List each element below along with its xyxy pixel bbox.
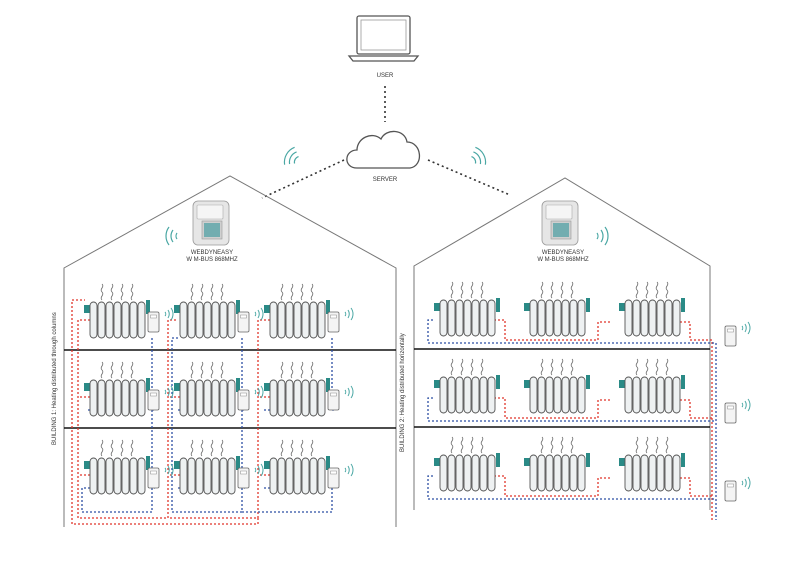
building-1-outline [63, 175, 397, 527]
heat-meter-icon [147, 467, 160, 489]
gateway-device-icon [541, 200, 579, 246]
wifi-icon [254, 307, 264, 321]
gateway-device-icon [192, 200, 230, 246]
user-label: USER [377, 73, 394, 79]
wifi-icon [596, 226, 609, 246]
wifi-icon [741, 321, 751, 335]
server-building1-link [261, 159, 345, 199]
radiator-icon [264, 439, 330, 495]
radiator-icon [84, 439, 150, 495]
heat-meter-icon [147, 311, 160, 333]
device-label-line1: WEBDYNEASY [542, 250, 584, 256]
heat-meter-icon [724, 480, 737, 502]
radiator-icon [264, 361, 330, 417]
pipe-network [427, 319, 717, 520]
building-2-outline [413, 177, 711, 510]
building-2: WEBDYNEASY W M-BUS 868MHZ BUILDING 2: He… [400, 177, 717, 520]
radiator-icon [434, 358, 500, 414]
wifi-icon [164, 463, 174, 477]
wifi-icon [741, 398, 751, 412]
radiator-icon [434, 436, 500, 492]
radiator-icon [174, 361, 240, 417]
heat-meter-icon [237, 467, 250, 489]
radiator-icon [619, 436, 685, 492]
server-label: SERVER [373, 177, 398, 183]
wifi-icon [741, 476, 751, 490]
wifi-icon [344, 307, 354, 321]
radiator-icon [619, 281, 685, 337]
wifi-icon [471, 146, 487, 165]
heat-meter-icon [327, 389, 340, 411]
user-laptop-icon [347, 15, 420, 62]
device-label-line1: WEBDYNEASY [191, 250, 233, 256]
building-1: WEBDYNEASY W M-BUS 868MHZ BUILDING 1: He… [52, 175, 397, 527]
wifi-icon [254, 463, 264, 477]
radiator-icon [524, 281, 590, 337]
heat-meter-icon [237, 311, 250, 333]
radiator-icon [524, 436, 590, 492]
radiator-icon [84, 283, 150, 339]
radiator-layer [84, 281, 751, 502]
heat-meter-icon [724, 402, 737, 424]
wifi-icon [165, 226, 178, 246]
radiator-icon [619, 358, 685, 414]
building-side-label: BUILDING 2: Heating distributed horizont… [400, 333, 406, 452]
radiator-icon [264, 283, 330, 339]
server-cloud-icon [346, 130, 421, 169]
heat-meter-icon [327, 467, 340, 489]
heat-meter-icon [147, 389, 160, 411]
radiator-icon [524, 358, 590, 414]
wifi-icon [164, 385, 174, 399]
device-label-line2: W M-BUS 868MHZ [186, 257, 238, 263]
heat-meter-icon [724, 325, 737, 347]
heat-meter-icon [327, 311, 340, 333]
radiator-icon [174, 439, 240, 495]
server-building2-link [427, 159, 511, 196]
wifi-icon [254, 385, 264, 399]
building-side-label: BUILDING 1: Heating distributed through … [52, 312, 58, 445]
wifi-icon [283, 146, 299, 165]
device-label-line2: W M-BUS 868MHZ [537, 257, 589, 263]
wifi-icon [344, 385, 354, 399]
radiator-icon [84, 361, 150, 417]
wifi-icon [344, 463, 354, 477]
heat-meter-icon [237, 389, 250, 411]
radiator-icon [174, 283, 240, 339]
wifi-icon [164, 307, 174, 321]
radiator-icon [434, 281, 500, 337]
